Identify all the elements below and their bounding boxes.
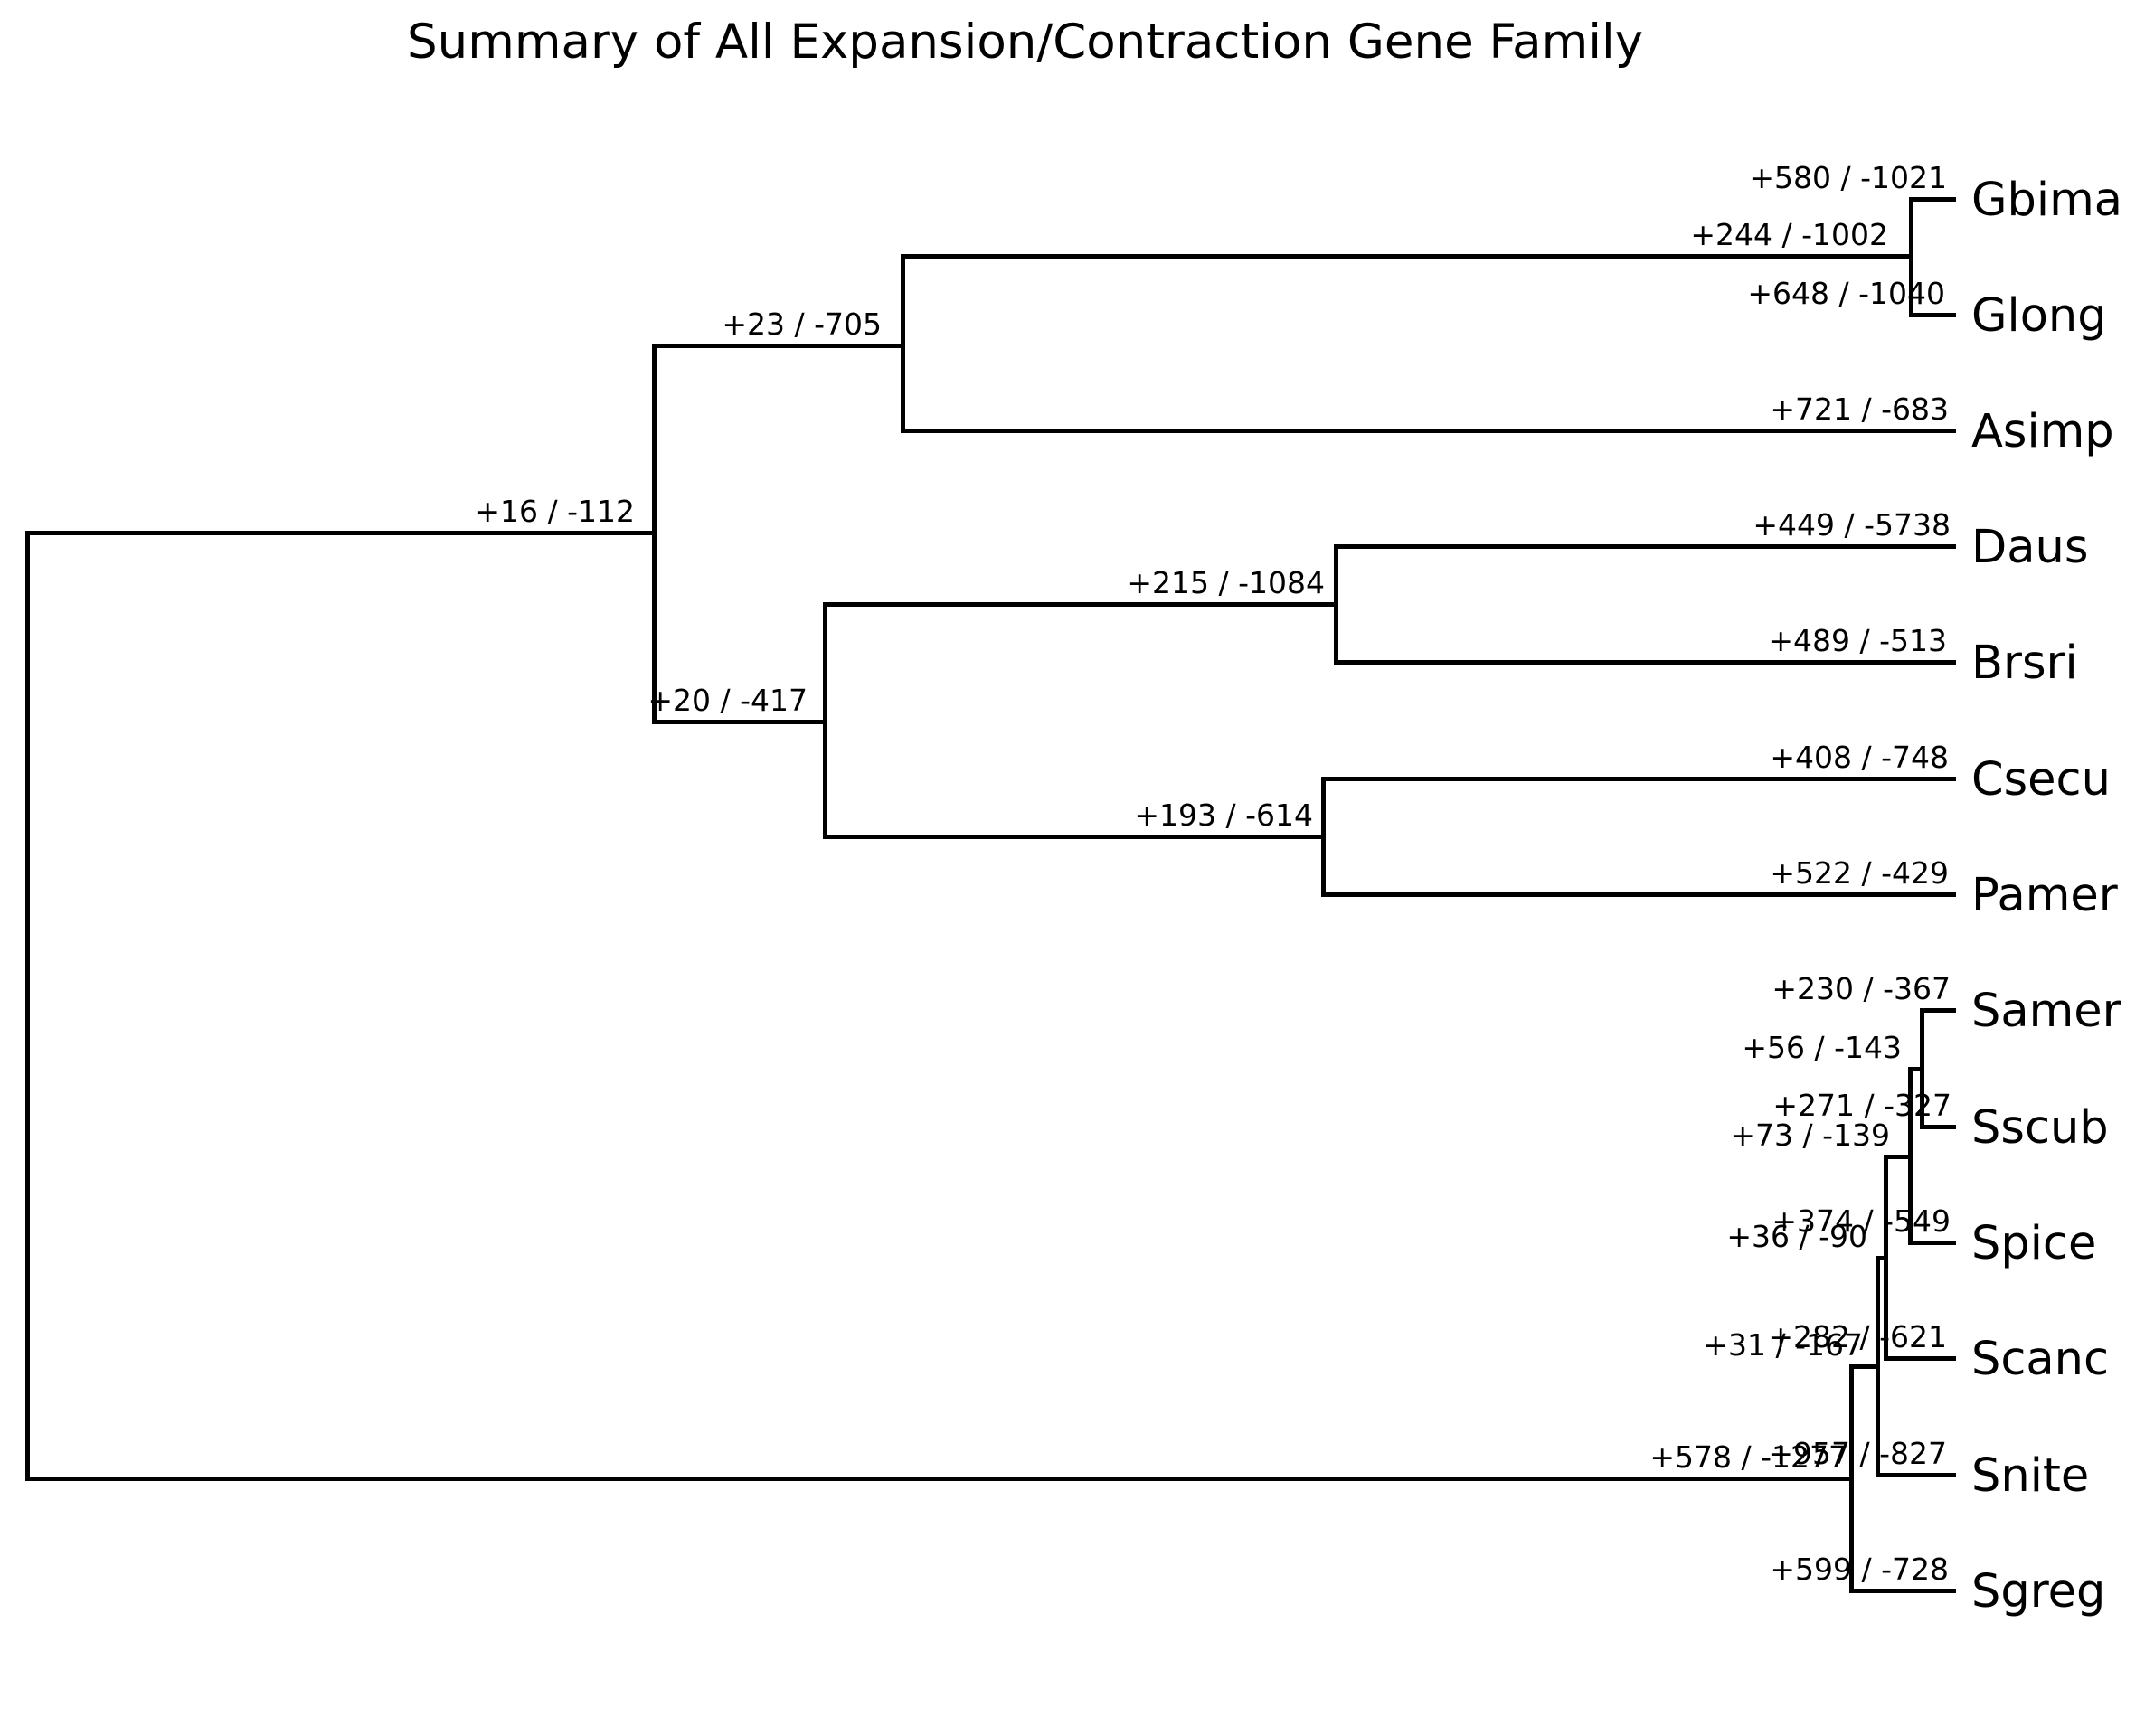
branch-gain-loss-label: +230 / -367: [1772, 971, 1951, 1007]
branch-gain-loss-label: +599 / -728: [1770, 1552, 1949, 1588]
tree-branch-hline: [900, 253, 1913, 259]
taxon-label: Glong: [1971, 289, 2107, 343]
tree-branch-hline: [1883, 1154, 1913, 1159]
figure-title: Summary of All Expansion/Contraction Gen…: [407, 14, 1644, 70]
taxon-label: Snite: [1971, 1449, 2090, 1503]
tree-branch-hline: [822, 834, 1326, 839]
branch-gain-loss-label: +580 / -1021: [1749, 160, 1947, 196]
tree-branch-hline: [651, 719, 827, 724]
tree-branch-vline: [1883, 1154, 1888, 1361]
tree-branch-hline: [1333, 659, 1956, 665]
taxon-label: Samer: [1971, 985, 2121, 1038]
taxon-label: Brsri: [1971, 637, 2078, 690]
branch-gain-loss-label: +73 / -139: [1730, 1118, 1890, 1154]
branch-gain-loss-label: +56 / -143: [1742, 1030, 1902, 1066]
branch-gain-loss-label: +648 / -1040: [1747, 276, 1945, 312]
tree-branch-hline: [1907, 1240, 1956, 1245]
tree-branch-hline: [1919, 1007, 1956, 1013]
taxon-label: Sscub: [1971, 1101, 2109, 1155]
tree-branch-vline: [1907, 1066, 1913, 1245]
tree-branch-vline: [1919, 1007, 1924, 1129]
tree-branch-hline: [1875, 1255, 1888, 1260]
branch-gain-loss-label: +23 / -705: [722, 307, 882, 343]
tree-branch-vline: [651, 343, 657, 724]
tree-branch-vline: [1875, 1255, 1880, 1477]
taxon-label: Csecu: [1971, 753, 2111, 807]
tree-branch-hline: [651, 343, 905, 348]
taxon-label: Pamer: [1971, 869, 2118, 922]
tree-branch-vline: [1848, 1363, 1854, 1593]
tree-branch-vline: [24, 530, 30, 1481]
tree-branch-hline: [1908, 312, 1956, 317]
taxon-label: Daus: [1971, 521, 2089, 574]
tree-branch-hline: [822, 601, 1338, 607]
branch-gain-loss-label: +244 / -1002: [1690, 217, 1888, 253]
taxon-label: Scanc: [1971, 1333, 2110, 1386]
branch-gain-loss-label: +20 / -417: [647, 683, 808, 719]
branch-gain-loss-label: +489 / -513: [1768, 623, 1947, 659]
tree-branch-hline: [1848, 1588, 1956, 1593]
tree-branch-vline: [1320, 776, 1326, 897]
branch-gain-loss-label: +31 / -167: [1703, 1327, 1863, 1363]
tree-branch-hline: [900, 428, 1956, 433]
tree-branch-vline: [1908, 196, 1913, 317]
tree-branch-hline: [24, 530, 657, 535]
tree-branch-hline: [1875, 1472, 1956, 1477]
tree-branch-vline: [900, 253, 905, 433]
tree-branch-vline: [822, 601, 827, 839]
branch-gain-loss-label: +408 / -748: [1770, 740, 1949, 776]
branch-gain-loss-label: +271 / -327: [1772, 1088, 1951, 1124]
tree-branch-hline: [1907, 1066, 1924, 1071]
branch-gain-loss-label: +193 / -614: [1134, 797, 1313, 834]
taxon-label: Gbima: [1971, 174, 2122, 227]
taxon-label: Sgreg: [1971, 1565, 2106, 1618]
branch-gain-loss-label: +374 / -549: [1772, 1203, 1951, 1240]
tree-branch-hline: [1320, 892, 1956, 897]
tree-branch-hline: [24, 1476, 1854, 1481]
tree-branch-hline: [1333, 543, 1956, 549]
branch-gain-loss-label: +36 / -90: [1726, 1219, 1867, 1255]
tree-branch-hline: [1320, 776, 1956, 781]
branch-gain-loss-label: +215 / -1084: [1127, 565, 1325, 601]
tree-branch-vline: [1333, 543, 1338, 665]
tree-branch-hline: [1919, 1124, 1956, 1129]
taxon-label: Spice: [1971, 1217, 2097, 1270]
branch-gain-loss-label: +522 / -429: [1770, 855, 1949, 892]
branch-gain-loss-label: +578 / -1277: [1649, 1439, 1847, 1476]
branch-gain-loss-label: +449 / -5738: [1753, 507, 1951, 543]
tree-branch-hline: [1848, 1363, 1880, 1369]
branch-gain-loss-label: +282 / -621: [1768, 1319, 1947, 1355]
taxon-label: Asimp: [1971, 405, 2114, 458]
branch-gain-loss-label: +721 / -683: [1770, 392, 1949, 428]
tree-branch-hline: [1908, 196, 1956, 202]
branch-gain-loss-label: +957 / -827: [1768, 1436, 1947, 1472]
tree-branch-hline: [1883, 1355, 1956, 1361]
branch-gain-loss-label: +16 / -112: [475, 494, 635, 530]
